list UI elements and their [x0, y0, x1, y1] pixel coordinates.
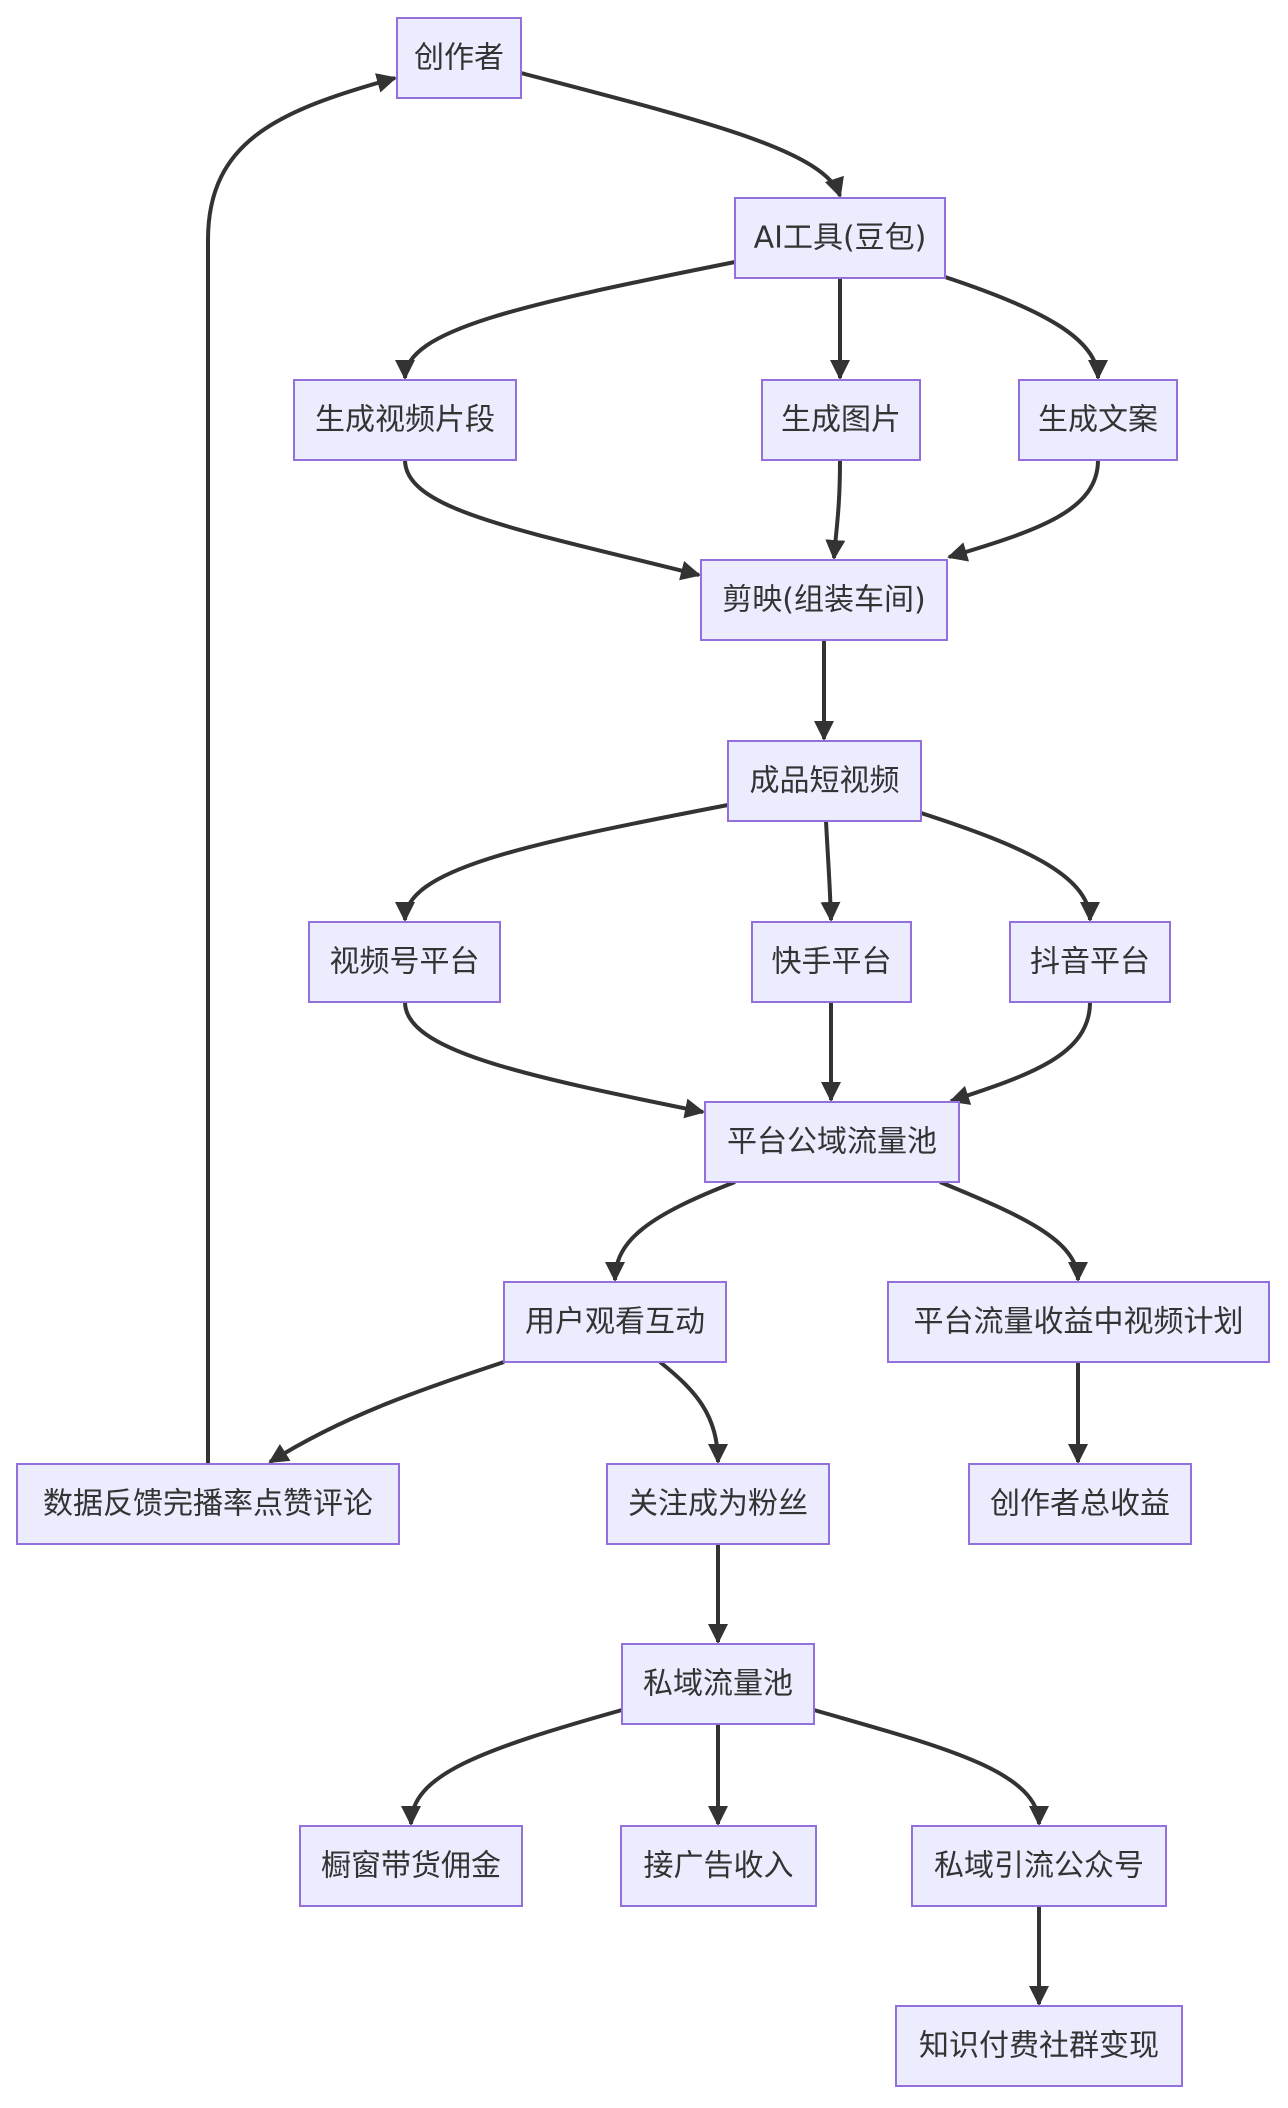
node-label: 生成视频片段	[315, 403, 495, 438]
node-label: 视频号平台	[330, 945, 480, 980]
edge-final-video-to-douyin	[920, 811, 1100, 922]
node-paid-community: 知识付费社群变现	[895, 2005, 1183, 2087]
node-gen-image: 生成图片	[761, 379, 921, 461]
node-creator: 创作者	[396, 17, 522, 99]
node-label: 知识付费社群变现	[919, 2029, 1159, 2064]
node-label: 接广告收入	[644, 1849, 794, 1884]
node-label: 数据反馈完播率点赞评论	[43, 1487, 373, 1522]
node-box	[727, 740, 922, 822]
edge-gen-copy-to-capcut	[947, 459, 1100, 562]
node-final-video: 成品短视频	[727, 740, 922, 822]
node-box	[621, 1643, 815, 1725]
edge-ai-tool-to-gen-video	[395, 260, 736, 380]
node-label: AI工具(豆包)	[754, 221, 927, 256]
edge-user-interact-to-feedback	[268, 1360, 505, 1464]
node-label: 平台公域流量池	[727, 1125, 937, 1160]
node-label: 私域引流公众号	[934, 1849, 1144, 1884]
node-box	[761, 379, 921, 461]
edge-public-pool-to-platform-revenue	[939, 1180, 1088, 1282]
node-label: 创作者	[414, 41, 504, 76]
edge-final-video-to-channels	[395, 803, 729, 922]
node-label: 橱窗带货佣金	[321, 1849, 501, 1884]
node-box	[1018, 379, 1178, 461]
node-box	[293, 379, 517, 461]
node-platform-revenue: 平台流量收益中视频计划	[887, 1281, 1270, 1363]
node-label: 生成文案	[1038, 403, 1158, 438]
node-box	[751, 921, 912, 1003]
edge-ai-tool-to-gen-copy	[944, 275, 1108, 380]
node-label: 剪映(组装车间)	[722, 583, 925, 618]
node-box	[887, 1281, 1270, 1363]
node-label: 平台流量收益中视频计划	[914, 1305, 1244, 1340]
node-label: 抖音平台	[1030, 945, 1150, 980]
node-box	[704, 1101, 960, 1183]
edge-douyin-to-public-pool	[949, 1001, 1092, 1105]
node-box	[700, 559, 948, 641]
edge-feedback-to-creator	[206, 73, 397, 1464]
node-showcase: 橱窗带货佣金	[299, 1825, 523, 1907]
node-label: 生成图片	[781, 403, 901, 438]
edge-public-pool-to-user-interact	[605, 1180, 736, 1282]
node-box	[396, 17, 522, 99]
node-box	[620, 1825, 817, 1907]
node-box	[299, 1825, 523, 1907]
node-label: 成品短视频	[750, 764, 900, 799]
node-label: 私域流量池	[643, 1667, 793, 1702]
node-kuaishou: 快手平台	[751, 921, 912, 1003]
node-feedback: 数据反馈完播率点赞评论	[16, 1463, 400, 1545]
edge-channels-to-public-pool	[403, 1001, 705, 1119]
node-ai-tool: AI工具(豆包)	[734, 197, 946, 279]
node-private-pool: 私域流量池	[621, 1643, 815, 1725]
node-box	[895, 2005, 1183, 2087]
node-label: 关注成为粉丝	[628, 1487, 808, 1522]
node-box	[308, 921, 501, 1003]
edges-layer	[206, 71, 1108, 2006]
node-box	[734, 197, 946, 279]
node-capcut: 剪映(组装车间)	[700, 559, 948, 641]
node-gen-copy: 生成文案	[1018, 379, 1178, 461]
node-box	[968, 1463, 1192, 1545]
node-box	[1009, 921, 1171, 1003]
node-channels: 视频号平台	[308, 921, 501, 1003]
node-creator-income: 创作者总收益	[968, 1463, 1192, 1545]
node-label: 用户观看互动	[525, 1305, 705, 1340]
node-user-interact: 用户观看互动	[503, 1281, 727, 1363]
node-box	[911, 1825, 1167, 1907]
edge-user-interact-to-follow	[658, 1360, 728, 1464]
node-wechat-mp: 私域引流公众号	[911, 1825, 1167, 1907]
node-public-pool: 平台公域流量池	[704, 1101, 960, 1183]
edge-private-pool-to-wechat-mp	[813, 1708, 1049, 1826]
edge-creator-to-ai-tool	[520, 71, 844, 198]
node-box	[16, 1463, 400, 1545]
edge-private-pool-to-showcase	[401, 1708, 623, 1826]
node-ads: 接广告收入	[620, 1825, 817, 1907]
node-douyin: 抖音平台	[1009, 921, 1171, 1003]
node-follow: 关注成为粉丝	[606, 1463, 830, 1545]
node-box	[503, 1281, 727, 1363]
edge-final-video-to-kuaishou	[820, 820, 841, 922]
edge-gen-image-to-capcut	[825, 459, 846, 560]
edge-gen-video-to-capcut	[403, 459, 701, 581]
node-label: 快手平台	[772, 945, 892, 980]
node-label: 创作者总收益	[990, 1487, 1170, 1522]
node-box	[606, 1463, 830, 1545]
node-gen-video: 生成视频片段	[293, 379, 517, 461]
